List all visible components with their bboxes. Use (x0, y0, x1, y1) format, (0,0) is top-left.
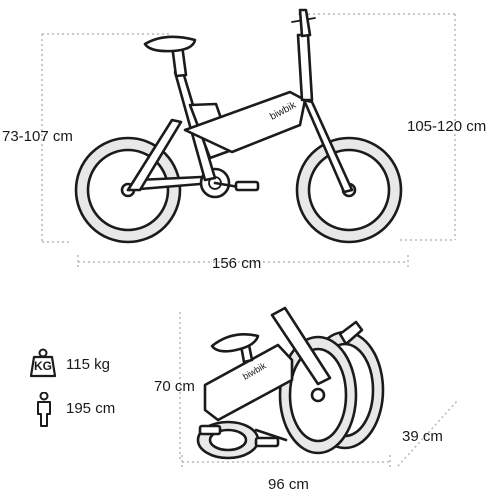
length-label: 156 cm (212, 255, 262, 272)
max-load-label: 115 kg (66, 356, 110, 373)
folded-height-label: 70 cm (154, 378, 195, 395)
rider-height-label: 195 cm (66, 400, 116, 417)
handlebar-height-label: 105-120 cm (407, 118, 487, 135)
dimension-lines-folded (179, 312, 459, 469)
unfolded-bike-drawing: biwbik (74, 8, 403, 244)
folded-length-label: 96 cm (268, 476, 309, 493)
folded-bike-drawing: biwbik (196, 306, 385, 460)
saddle-height-label: 73-107 cm (2, 128, 73, 145)
person-icon (34, 392, 54, 428)
weight-icon-label: KG (34, 359, 52, 373)
folded-width-label: 39 cm (402, 428, 443, 445)
weight-icon: KG (30, 348, 56, 378)
dimension-lines-unfolded (41, 13, 456, 269)
